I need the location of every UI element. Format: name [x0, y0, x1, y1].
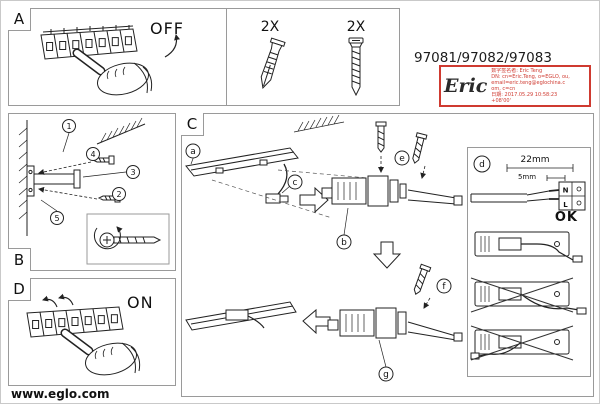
mounting-bar-bottom — [185, 301, 297, 331]
panel-c: C a c — [181, 113, 594, 397]
panel-b-label: B — [8, 248, 31, 271]
step-2-marker: 2 — [116, 190, 121, 199]
stamp-line: DN: cn=Eric.Teng, o=EGLO, ou, — [491, 74, 570, 80]
flip-arrow — [164, 34, 180, 58]
fixing-screw-icon — [375, 121, 428, 164]
strip-length-dimension: 22mm — [521, 155, 550, 165]
step-4-marker: 4 — [90, 150, 95, 159]
tighten-detail-inset — [86, 213, 170, 265]
screw-quantity: 2X — [346, 19, 366, 35]
marker-g: g — [383, 370, 389, 380]
panel-a: A OFF — [8, 8, 227, 106]
panel-b: B — [8, 113, 176, 271]
arrow-left — [302, 308, 331, 335]
step-3-marker: 3 — [130, 168, 135, 177]
fixture-correct — [474, 231, 583, 263]
panel-d-label: D — [8, 278, 31, 301]
marker-a: a — [190, 147, 196, 157]
step-markers: 1 4 3 2 5 — [40, 119, 140, 225]
marker-f: f — [442, 282, 446, 292]
parts-panel: 2X 2X — [226, 8, 400, 106]
hand-illustration — [72, 48, 153, 96]
signature-stamp: Eric 数字签名者: Eric Teng DN: cn=Eric.Teng, … — [439, 65, 591, 107]
arrow-right — [299, 186, 329, 214]
panel-d: D ON — [8, 278, 176, 386]
terminal-l-label: L — [563, 201, 568, 209]
arrow-down — [372, 241, 402, 269]
fixture-wrong-2 — [470, 325, 574, 361]
signature-details: 数字签名者: Eric Teng DN: cn=Eric.Teng, o=EGL… — [491, 68, 570, 104]
panel-a-label: A — [8, 8, 31, 31]
wall-anchor-icon — [260, 37, 286, 89]
marker-e: e — [399, 154, 405, 164]
screw-icon — [348, 37, 364, 97]
eglo-website: www.eglo.com — [11, 387, 110, 401]
marker-c: c — [293, 178, 298, 188]
breaker-on-text: ON — [127, 293, 154, 312]
part-anchor: 2X — [227, 9, 313, 105]
breaker-panel-on-illustration — [26, 293, 141, 376]
fixture-assembly-bottom — [327, 307, 463, 342]
part-screw: 2X — [313, 9, 399, 105]
step-5-marker: 5 — [54, 214, 59, 223]
tip-length-dimension: 5mm — [518, 173, 536, 181]
wiring-detail-inset: OK d 22mm 5mm — [467, 147, 591, 377]
fixture-wrong-1 — [470, 277, 587, 315]
stamp-line: 数字签名者: Eric Teng — [491, 68, 543, 74]
screw-into-wall-icon — [91, 155, 121, 203]
hand-illustration — [60, 328, 141, 376]
stamp-line: email=eric.teng@eglochina.c — [491, 80, 566, 86]
marker-d: d — [479, 160, 485, 170]
step-1-marker: 1 — [66, 122, 71, 131]
anchor-quantity: 2X — [260, 19, 280, 35]
stamp-line: om, c=cn — [491, 86, 516, 92]
ok-label: OK — [554, 210, 578, 225]
stamp-line: 日期: 2017.05.29 10:58:23 — [491, 92, 558, 98]
bracket-mounting-illustration: 1 4 3 2 5 — [18, 117, 170, 265]
fixture-assembly-middle — [321, 175, 463, 207]
panel-c-label: C — [181, 113, 204, 136]
fixture-assembly-illustration: a c — [185, 114, 463, 382]
breaker-off-text: OFF — [150, 19, 184, 38]
terminal-n-label: N — [563, 187, 569, 195]
wiring-detail-illustration: d 22mm 5mm — [470, 155, 587, 361]
marker-b: b — [341, 238, 347, 248]
safety-screw-icon — [413, 263, 432, 295]
signature-name: Eric — [444, 75, 488, 97]
mounting-bar-top — [185, 147, 299, 177]
stamp-line: +08'00' — [491, 98, 511, 104]
product-codes: 97081/97082/97083 — [414, 50, 552, 66]
breaker-panel-off-illustration — [40, 25, 180, 96]
